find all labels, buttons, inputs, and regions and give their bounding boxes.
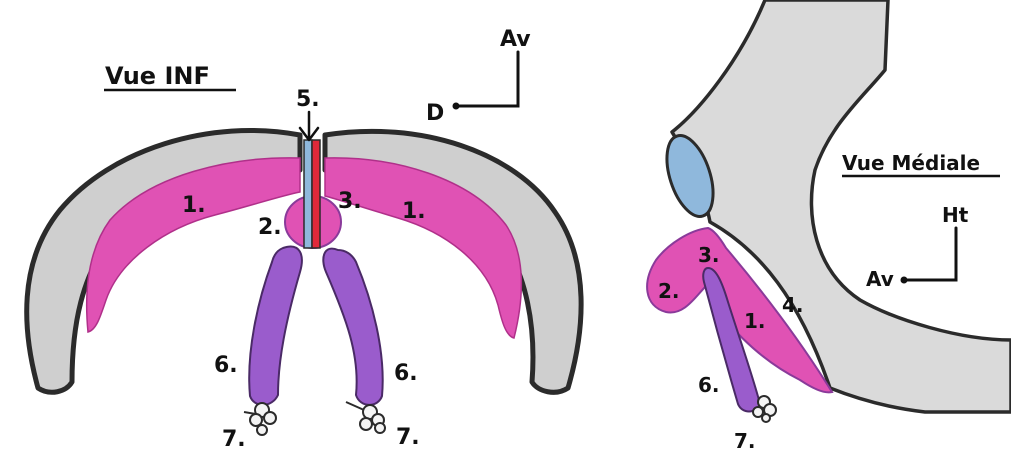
midline-blue-stripe — [304, 140, 312, 248]
medial-view-title: Vue Médiale — [842, 151, 980, 175]
label-5: 5. — [296, 87, 320, 112]
label-7-right: 7. — [396, 425, 420, 450]
right-purple-leg — [323, 249, 382, 405]
medial-orientation-av-label: Av — [866, 267, 894, 291]
medial-label-6: 6. — [698, 373, 720, 397]
label-1-right: 1. — [402, 199, 426, 224]
label-3: 3. — [338, 189, 362, 214]
label-5-arrow — [300, 112, 318, 140]
medial-label-7: 7. — [734, 429, 756, 453]
orientation-axis-lines — [458, 52, 518, 106]
medial-label-4: 4. — [782, 293, 804, 317]
label-7-left: 7. — [222, 427, 246, 452]
right-lobule — [346, 402, 385, 433]
medial-label-3: 3. — [698, 243, 720, 267]
orientation-arrow-dot — [453, 103, 460, 110]
left-purple-leg — [249, 247, 302, 405]
orientation-av-label: Av — [500, 27, 531, 52]
medial-label-1: 1. — [744, 309, 766, 333]
medial-orientation-ht-label: Ht — [942, 203, 969, 227]
medial-view: Vue Médiale 1. 2. 3. 4. 6. 7. Ht Av — [647, 0, 1011, 453]
midline-red-stripe — [312, 140, 320, 248]
medial-orientation-axis-lines — [904, 228, 956, 280]
label-2: 2. — [258, 215, 282, 240]
label-6-right: 6. — [394, 361, 418, 386]
medial-label-2: 2. — [658, 279, 680, 303]
medial-orientation-arrow-dot — [901, 277, 908, 284]
inferior-orientation-glyph: Av D — [426, 27, 531, 126]
label-1-left: 1. — [182, 193, 206, 218]
orientation-d-label: D — [426, 101, 444, 126]
medial-orientation-glyph: Ht Av — [866, 203, 969, 291]
inferior-view: Vue INF 1. 1. — [27, 27, 581, 452]
label-6-left: 6. — [214, 353, 238, 378]
inferior-view-title: Vue INF — [105, 62, 210, 90]
left-lobule — [244, 403, 276, 435]
